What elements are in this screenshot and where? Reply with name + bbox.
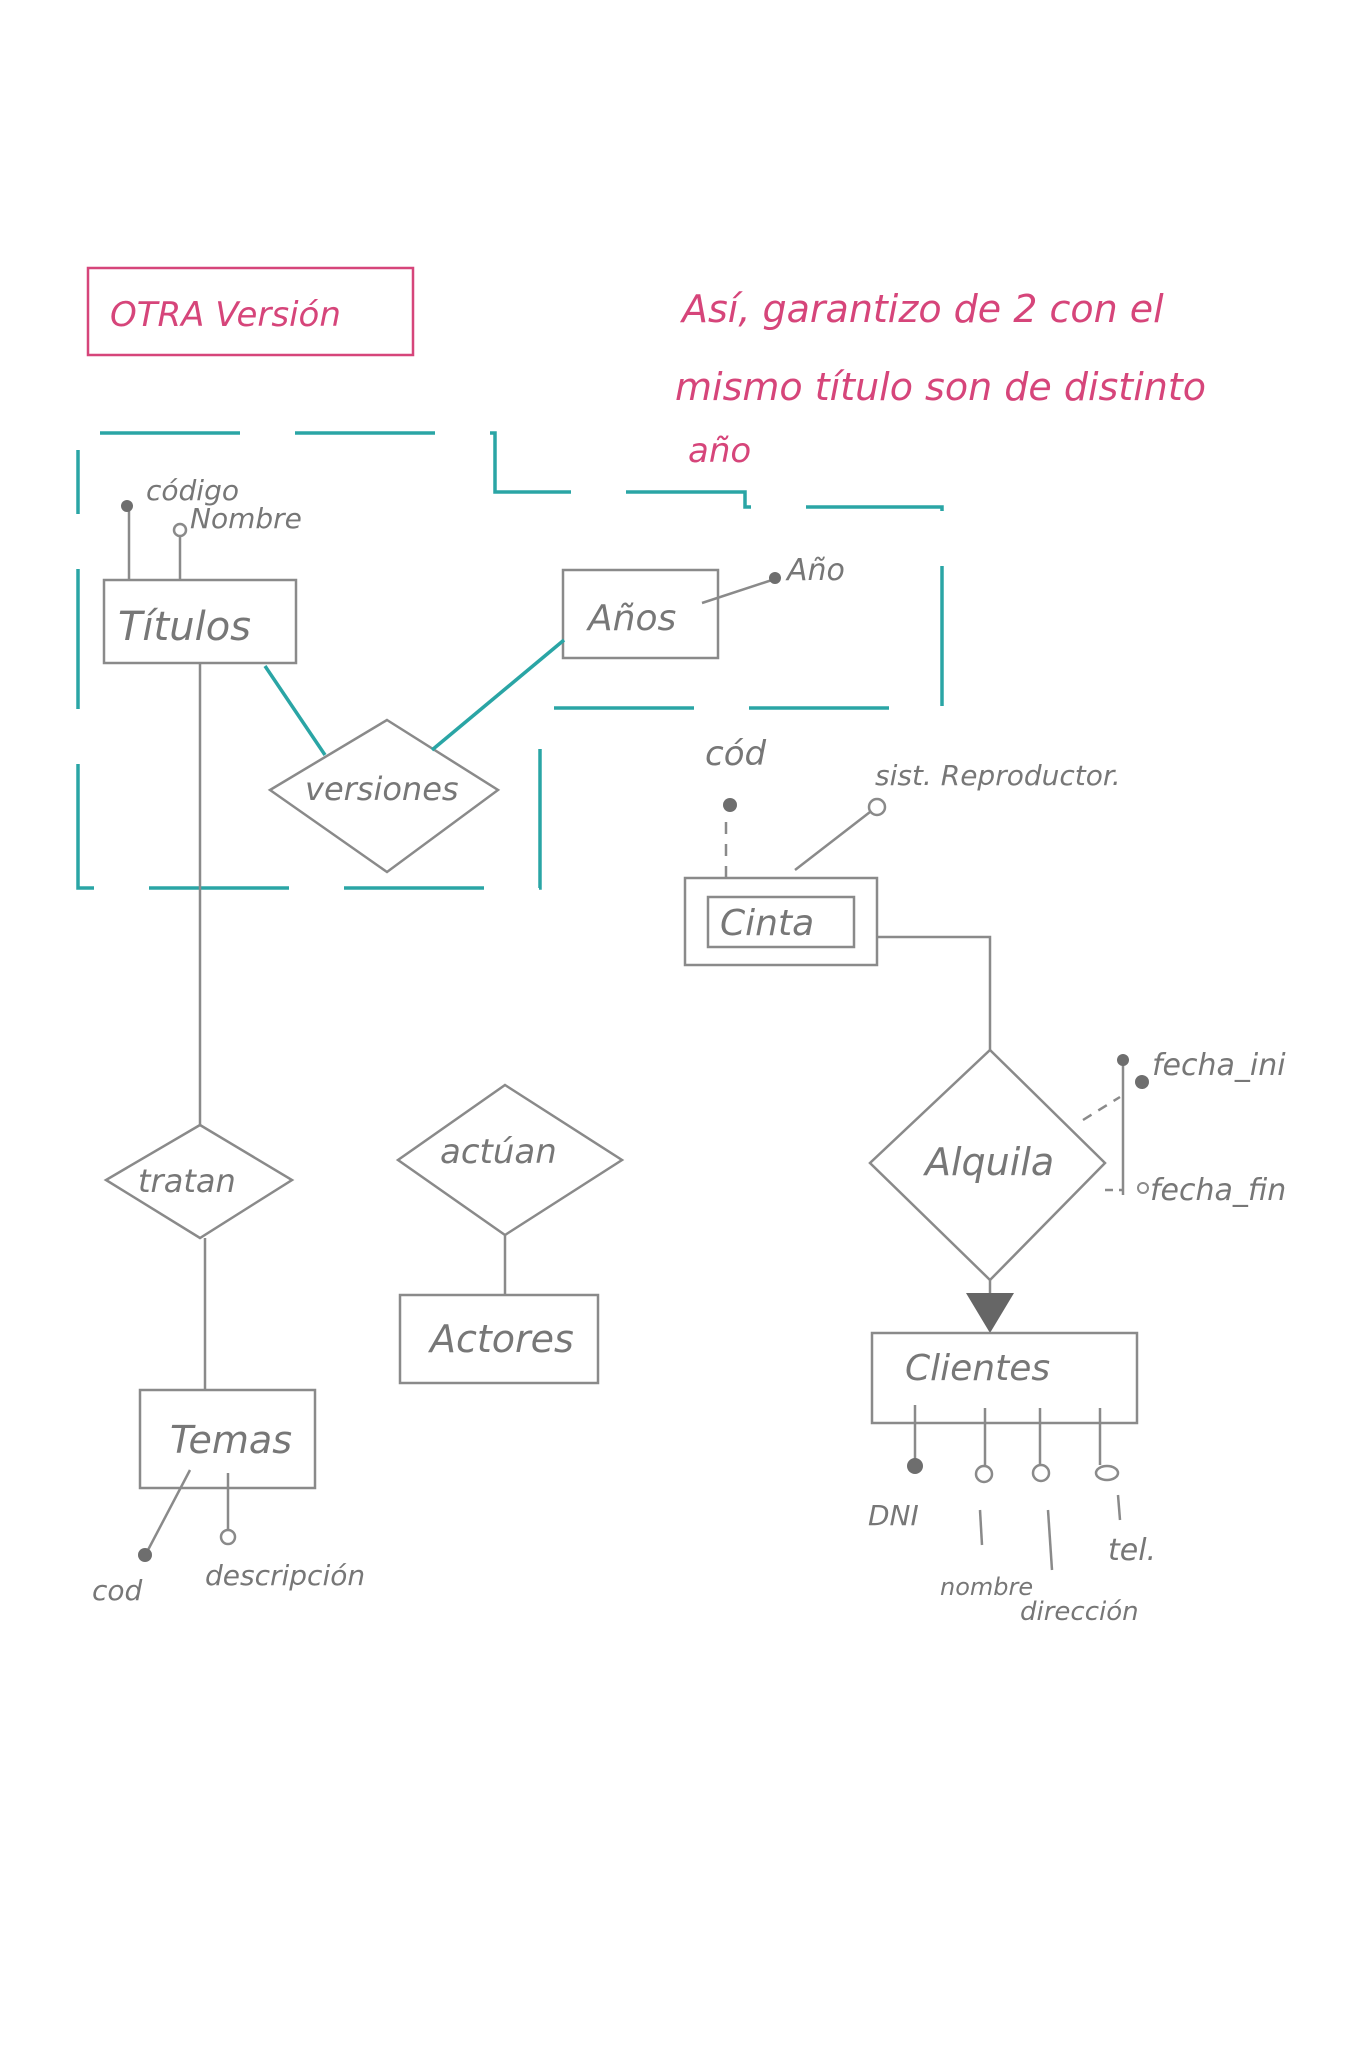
entity-anos[interactable]: Años (561, 568, 720, 660)
attr-titulos-codigo: código (146, 474, 239, 507)
entity-cinta-label: Cinta (720, 903, 814, 944)
header-title: OTRA Versión (110, 295, 341, 335)
entity-clientes-label: Clientes (905, 1348, 1050, 1389)
relationship-versiones-diamond (267, 718, 501, 874)
attr-temas-descripcion: descripción (205, 1559, 365, 1592)
attr-clientes-nombre: nombre (940, 1573, 1033, 1601)
cardinality-arrow-icon (966, 1293, 1014, 1333)
entity-titulos-label: Títulos (118, 604, 251, 650)
key-attribute-dot-icon (121, 500, 133, 512)
entity-temas[interactable]: Temas (138, 1388, 317, 1490)
relationship-alquila-label: Alquila (922, 1140, 1054, 1184)
relationship-tratan-label: tratan (138, 1162, 236, 1200)
relationship-actuan-label: actúan (440, 1132, 557, 1172)
relationship-versiones-label: versiones (305, 770, 459, 808)
attr-line-fechas-dashed (1082, 1095, 1121, 1122)
entity-clientes[interactable]: Clientes (870, 1331, 1139, 1425)
connector-cinta-alquila (877, 935, 992, 1050)
attribute-circle-icon (219, 1528, 237, 1546)
note-line-2: mismo título son de distinto (675, 365, 1206, 409)
titulos-attributes: código Nombre (121, 474, 302, 580)
attribute-circle-icon (1031, 1463, 1051, 1483)
attr-titulos-nombre: Nombre (190, 502, 302, 535)
entity-titulos[interactable]: Títulos (102, 578, 298, 665)
attr-line-cod (146, 1469, 192, 1551)
relationship-versiones[interactable]: versiones (267, 718, 501, 874)
attr-temas-cod: cod (92, 1574, 143, 1607)
entity-cinta[interactable]: Cinta (683, 876, 879, 967)
temas-attributes: cod descripción (92, 1469, 365, 1607)
attr-arrow-nombre (978, 1509, 984, 1546)
note-line-3: año (688, 431, 751, 471)
attr-cinta-cod: cód (705, 734, 766, 774)
key-attribute-dot-icon (907, 1458, 923, 1474)
key-attribute-dot-icon (769, 572, 781, 584)
attr-arrow-tel (1116, 1494, 1122, 1521)
attr-line-ano (701, 578, 773, 605)
attr-clientes-direccion: dirección (1020, 1597, 1139, 1627)
entity-clientes-box (870, 1331, 1139, 1425)
relationship-tratan[interactable]: tratan (103, 1123, 295, 1240)
relationship-tratan-diamond (103, 1123, 295, 1240)
attribute-circle-icon (867, 797, 887, 817)
attribute-circle-icon (1137, 1182, 1149, 1194)
entity-cinta-outer-box (683, 876, 879, 967)
aggregation-dashed-outline (76, 431, 944, 890)
entity-anos-box (561, 568, 720, 660)
attr-line-sist (794, 811, 871, 871)
attr-arrow-direccion (1046, 1509, 1054, 1571)
entity-actores[interactable]: Actores (398, 1293, 600, 1385)
key-attribute-dot-icon (1117, 1054, 1129, 1066)
alquila-attributes: fecha_ini fecha_fin (1082, 1048, 1286, 1208)
entity-actores-label: Actores (427, 1317, 574, 1361)
header-box: OTRA Versión (86, 266, 415, 357)
anos-attributes: Año (701, 553, 845, 605)
entity-temas-label: Temas (170, 1418, 292, 1462)
cinta-attributes: cód sist. Reproductor. (705, 734, 1121, 878)
attr-clientes-dni: DNI (868, 1499, 919, 1532)
attr-alquila-fecha-ini: fecha_ini (1152, 1048, 1286, 1083)
attr-clientes-tel: tel. (1108, 1533, 1156, 1568)
entity-anos-label: Años (586, 598, 676, 639)
pink-note: Así, garantizo de 2 con el mismo título … (675, 287, 1206, 471)
key-attribute-dot-icon (1135, 1075, 1149, 1089)
attribute-circle-icon (1094, 1464, 1120, 1482)
key-attribute-dot-icon (138, 1548, 152, 1562)
relationship-actuan[interactable]: actúan (395, 1083, 625, 1237)
header-border (86, 266, 415, 357)
connector-titulos-versiones (263, 665, 327, 756)
attribute-circle-icon (974, 1464, 994, 1484)
relationship-alquila[interactable]: Alquila (868, 1048, 1107, 1282)
attribute-circle-icon (172, 522, 188, 538)
partial-key-dot-icon (723, 798, 737, 812)
entity-actores-box (398, 1293, 600, 1385)
attr-alquila-fecha-fin: fecha_fin (1150, 1173, 1286, 1208)
entity-cinta-inner-box (706, 895, 856, 949)
aggregation-boundary (76, 431, 944, 890)
clientes-attributes: DNI nombre dirección tel. (868, 1405, 1156, 1627)
attr-cinta-sist: sist. Reproductor. (875, 759, 1121, 792)
attr-anos-ano: Año (785, 553, 845, 588)
note-line-1: Así, garantizo de 2 con el (679, 287, 1164, 331)
connector-anos-versiones (430, 638, 566, 752)
